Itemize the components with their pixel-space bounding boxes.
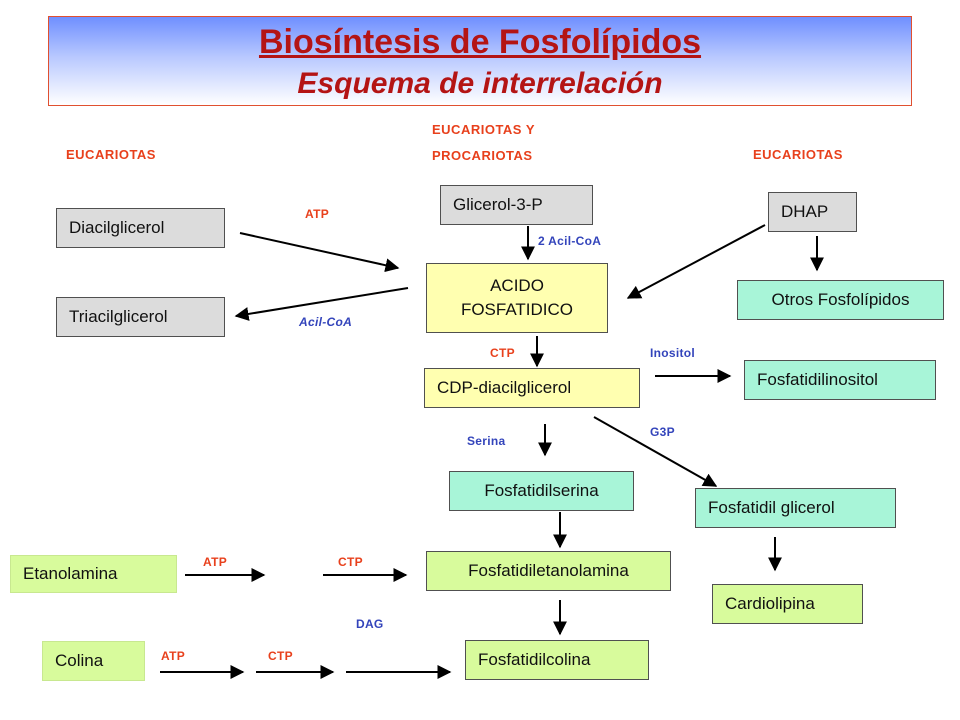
label-g3p: G3P: [650, 425, 675, 439]
node-cardiolipina: Cardiolipina: [712, 584, 863, 624]
region-right-label: EUCARIOTAS: [753, 147, 843, 162]
label-atp-colina: ATP: [161, 649, 186, 663]
node-fosfatidil-glicerol: Fosfatidil glicerol: [695, 488, 896, 528]
page-subtitle: Esquema de interrelación: [297, 67, 663, 100]
node-etanolamina: Etanolamina: [10, 555, 177, 593]
node-glicerol-3-p: Glicerol-3-P: [440, 185, 593, 225]
node-colina: Colina: [42, 641, 145, 681]
node-dhap: DHAP: [768, 192, 857, 232]
label-ctp-colina: CTP: [268, 649, 293, 663]
arrow-dhap-to-acido: [626, 224, 766, 299]
page-title: Biosíntesis de Fosfolípidos: [258, 23, 702, 61]
node-triacilglicerol: Triacilglicerol: [56, 297, 225, 337]
label-atp-etanol: ATP: [203, 555, 228, 569]
label-ctp-etanol: CTP: [338, 555, 363, 569]
arrow-cdp-to-glicerol: [593, 416, 718, 487]
title-banner: Biosíntesis de Fosfolípidos Esquema de i…: [48, 16, 912, 106]
arrow-acido-to-triacil: [234, 287, 409, 321]
node-diacilglicerol: Diacilglicerol: [56, 208, 225, 248]
label-dag: DAG: [356, 617, 384, 631]
label-acil-coa-triacil: Acil-CoA: [299, 315, 353, 329]
node-acido-fosfatidico: ACIDO FOSFATIDICO: [426, 263, 608, 333]
label-inositol: Inositol: [650, 346, 696, 360]
region-center-label-1: EUCARIOTAS Y: [432, 122, 536, 137]
node-cdp-diacilglicerol: CDP-diacilglicerol: [424, 368, 640, 408]
node-otros-fosfolipidos: Otros Fosfolípidos: [737, 280, 944, 320]
region-left-label: EUCARIOTAS: [66, 147, 156, 162]
arrow-diacil-to-acido: [239, 232, 400, 273]
node-fosfatidilcolina: Fosfatidilcolina: [465, 640, 649, 680]
label-atp-diacil: ATP: [305, 207, 330, 221]
node-fosfatidilserina: Fosfatidilserina: [449, 471, 634, 511]
node-acido-line1: ACIDO: [490, 276, 544, 295]
node-fosfatidiletanolamina: Fosfatidiletanolamina: [426, 551, 671, 591]
label-serina: Serina: [467, 434, 506, 448]
node-fosfatidilinositol: Fosfatidilinositol: [744, 360, 936, 400]
label-2-acil-coa: 2 Acil-CoA: [538, 234, 602, 248]
region-center-label-2: PROCARIOTAS: [432, 148, 533, 163]
label-ctp-cdp: CTP: [490, 346, 515, 360]
node-acido-line2: FOSFATIDICO: [460, 300, 574, 319]
